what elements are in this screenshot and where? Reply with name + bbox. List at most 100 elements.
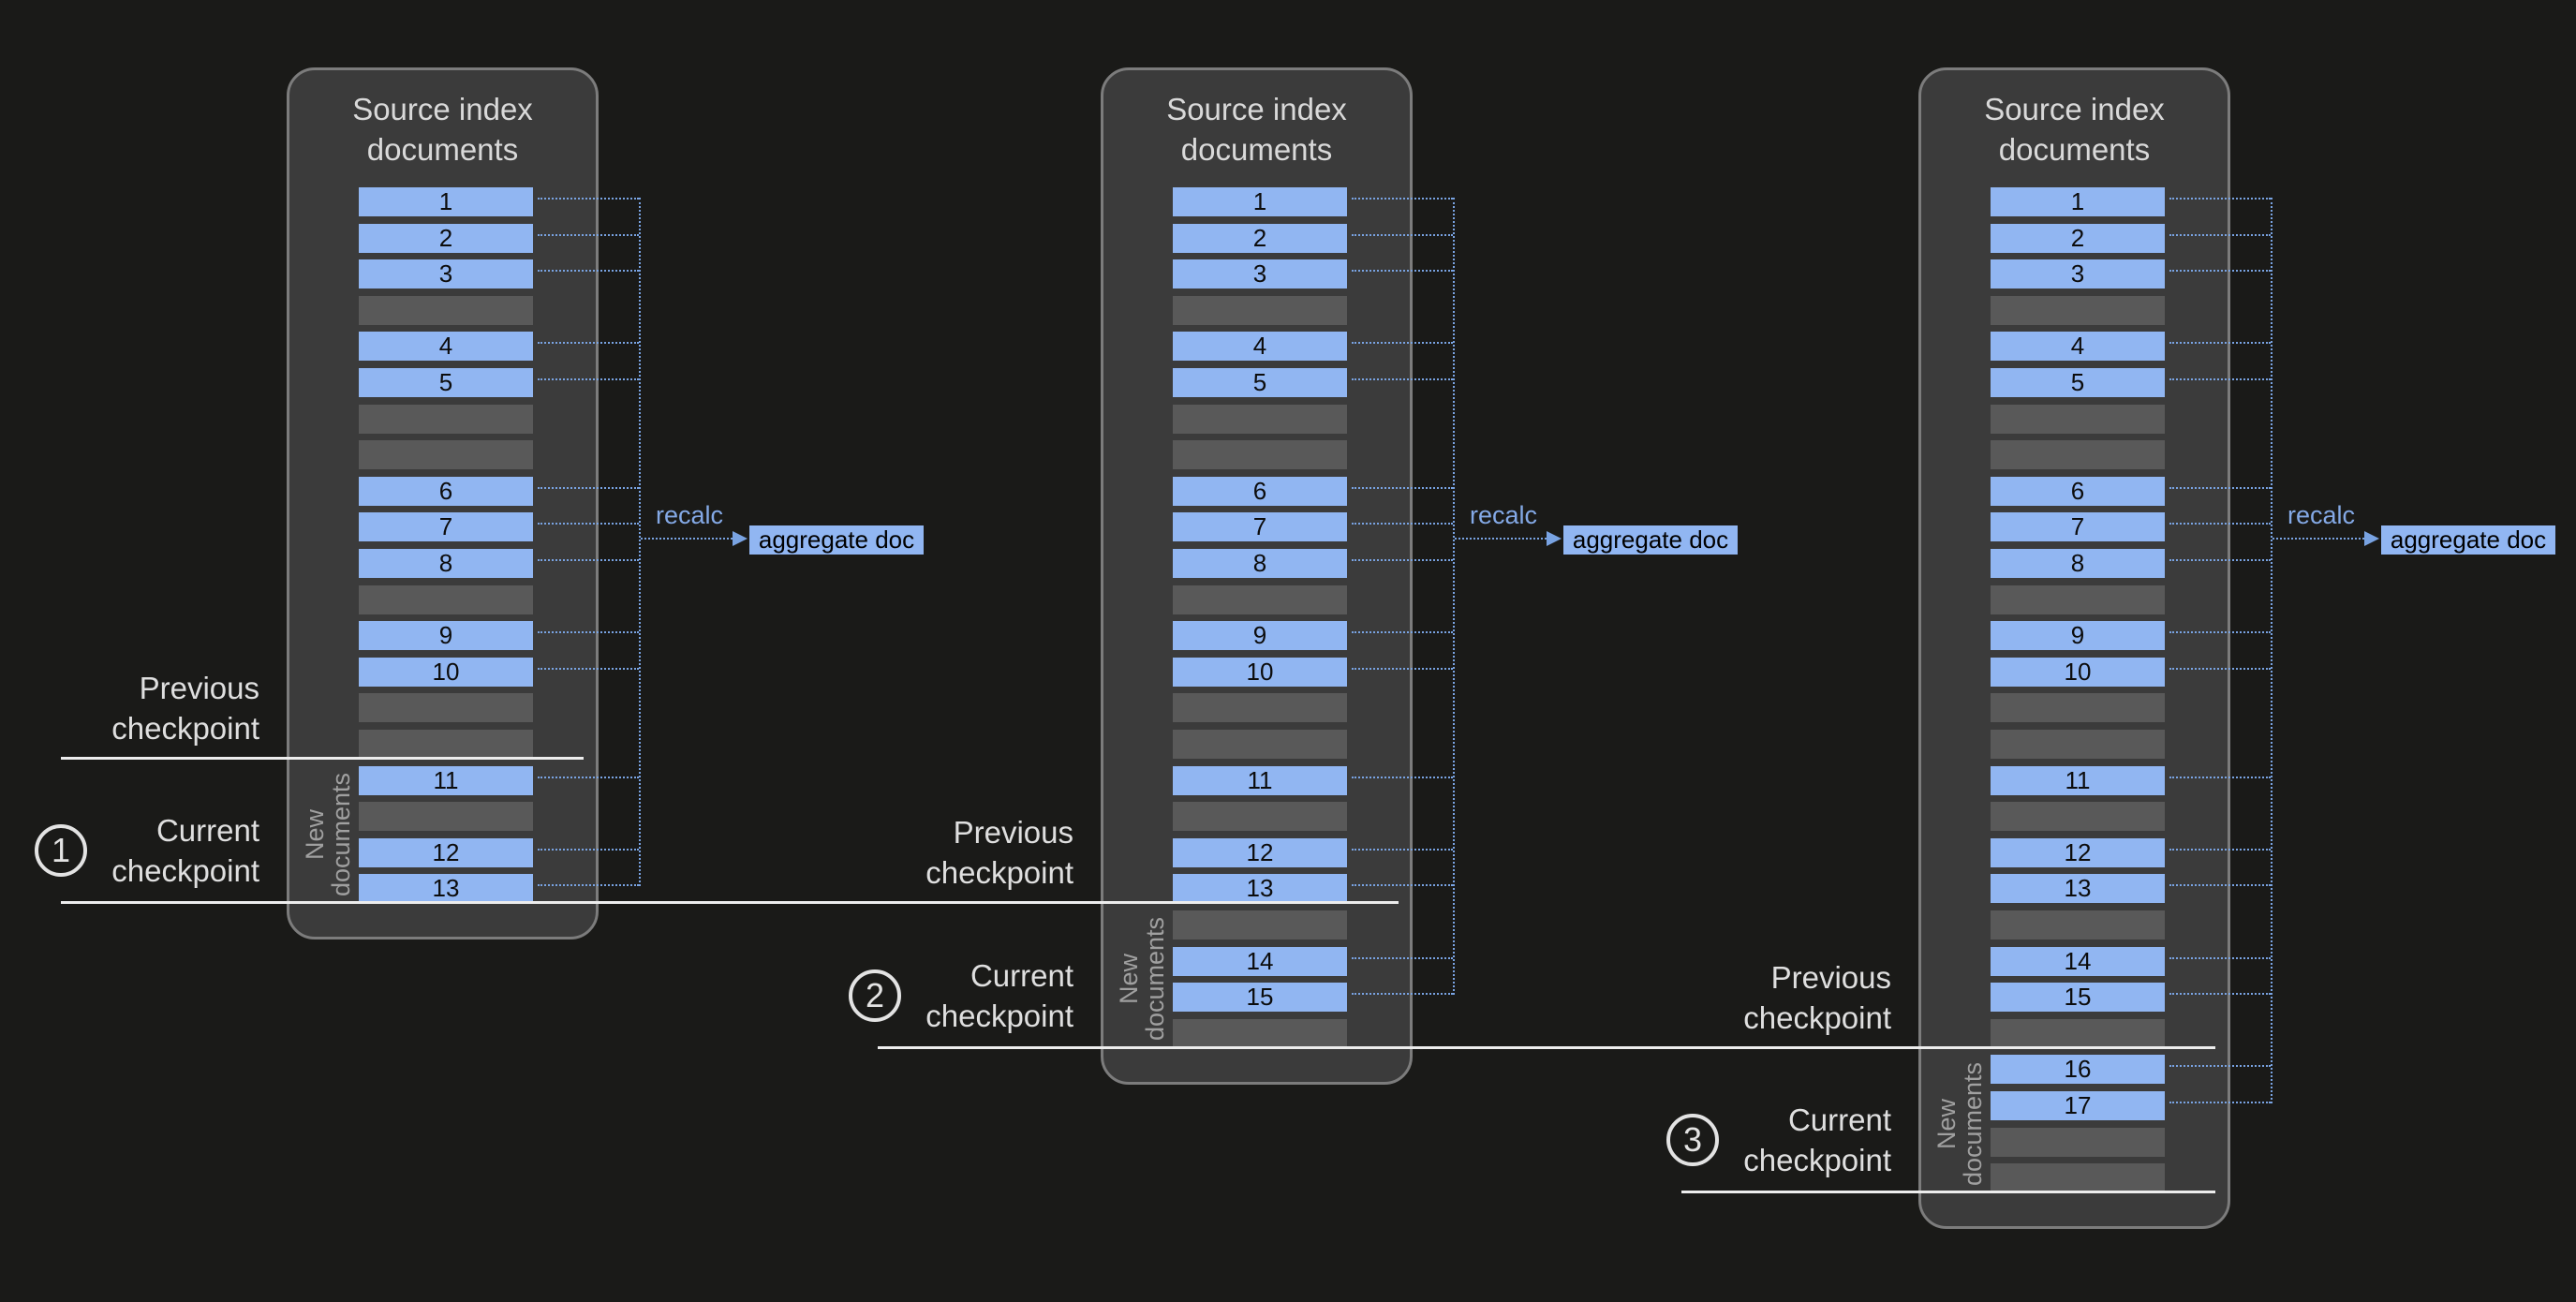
doc-connector-line (2169, 1065, 2271, 1067)
doc-row: 3 (1991, 259, 2165, 289)
aggregate-doc-badge: aggregate doc (749, 525, 924, 555)
doc-connector-line (2169, 487, 2271, 489)
doc-connector-line (2169, 849, 2271, 851)
empty-row (1991, 585, 2165, 614)
recalc-arrowhead-icon (733, 531, 748, 546)
current-checkpoint-line1: Current (1787, 1102, 1891, 1137)
doc-connector-line (1352, 198, 1453, 200)
new-documents-line2: documents (1959, 1061, 1987, 1187)
doc-row: 10 (1173, 658, 1347, 687)
empty-row (359, 296, 533, 325)
doc-connector-line (1352, 993, 1453, 995)
doc-connector-line (2169, 234, 2271, 236)
doc-connector-line (538, 270, 639, 272)
doc-connector-line (538, 849, 639, 851)
doc-connector-line (1352, 668, 1453, 670)
panel-title-line1: Source index (1984, 92, 2165, 126)
empty-row (359, 730, 533, 759)
empty-row (1173, 730, 1347, 759)
checkpoint-line (878, 1046, 2215, 1049)
doc-connector-line (538, 884, 639, 886)
doc-row: 14 (1991, 947, 2165, 976)
empty-row (1991, 405, 2165, 434)
doc-row: 11 (359, 766, 533, 795)
empty-row (1991, 440, 2165, 469)
doc-connector-line (2169, 270, 2271, 272)
doc-row: 2 (1991, 224, 2165, 253)
panel-title: Source index documents (289, 89, 596, 170)
doc-connector-line (2169, 559, 2271, 561)
empty-row (1173, 1019, 1347, 1048)
empty-row (359, 405, 533, 434)
doc-row: 15 (1991, 983, 2165, 1012)
doc-row: 7 (1991, 512, 2165, 541)
doc-row: 3 (1173, 259, 1347, 289)
panel-title-line1: Source index (352, 92, 533, 126)
doc-row: 1 (1991, 187, 2165, 216)
empty-row (1173, 910, 1347, 940)
new-documents-line1: New (301, 809, 329, 861)
collector-line (2271, 198, 2273, 1103)
doc-connector-line (2169, 1102, 2271, 1103)
current-checkpoint-line2: checkpoint (925, 999, 1073, 1033)
doc-row: 8 (1173, 549, 1347, 578)
doc-connector-line (1352, 631, 1453, 633)
doc-connector-line (538, 631, 639, 633)
doc-connector-line (1352, 884, 1453, 886)
recalc-arrowhead-icon (1547, 531, 1562, 546)
empty-row (359, 802, 533, 831)
new-documents-line1: New (1115, 954, 1143, 1005)
doc-connector-line (538, 378, 639, 380)
recalc-arrowhead-icon (2364, 531, 2379, 546)
panel-title-line2: documents (1180, 132, 1333, 167)
empty-row (1991, 1019, 2165, 1048)
current-checkpoint-label: Current checkpoint (811, 955, 1073, 1036)
doc-connector-line (2169, 198, 2271, 200)
doc-row: 9 (1991, 621, 2165, 650)
new-documents-line2: documents (327, 772, 355, 897)
doc-row: 6 (1173, 477, 1347, 506)
doc-connector-line (1352, 777, 1453, 778)
doc-row: 10 (1991, 658, 2165, 687)
doc-connector-line (2169, 631, 2271, 633)
doc-row: 5 (1173, 368, 1347, 397)
doc-row: 12 (1173, 838, 1347, 867)
doc-row: 1 (359, 187, 533, 216)
doc-row: 13 (1991, 874, 2165, 903)
empty-row (1991, 693, 2165, 722)
current-checkpoint-line1: Current (970, 958, 1073, 993)
panel-title-line2: documents (1998, 132, 2151, 167)
doc-row: 9 (1173, 621, 1347, 650)
doc-row: 5 (359, 368, 533, 397)
new-documents-line2: documents (1141, 916, 1169, 1042)
checkpoint-step-badge: 2 (849, 969, 901, 1022)
doc-row: 6 (1991, 477, 2165, 506)
recalc-label: recalc (656, 501, 724, 529)
doc-connector-line (538, 198, 639, 200)
doc-row: 2 (1173, 224, 1347, 253)
doc-connector-line (1352, 523, 1453, 525)
empty-row (1173, 405, 1347, 434)
panel-title-line2: documents (366, 132, 519, 167)
recalc-arrow-line (641, 538, 733, 540)
empty-row (359, 440, 533, 469)
empty-row (1991, 802, 2165, 831)
doc-connector-line (538, 777, 639, 778)
checkpoint-line (61, 757, 584, 760)
previous-checkpoint-line2: checkpoint (1743, 1000, 1891, 1035)
doc-row: 12 (1991, 838, 2165, 867)
doc-connector-line (2169, 342, 2271, 344)
doc-row: 17 (1991, 1091, 2165, 1120)
doc-connector-line (538, 487, 639, 489)
recalc-label: recalc (2287, 501, 2356, 529)
doc-connector-line (538, 523, 639, 525)
